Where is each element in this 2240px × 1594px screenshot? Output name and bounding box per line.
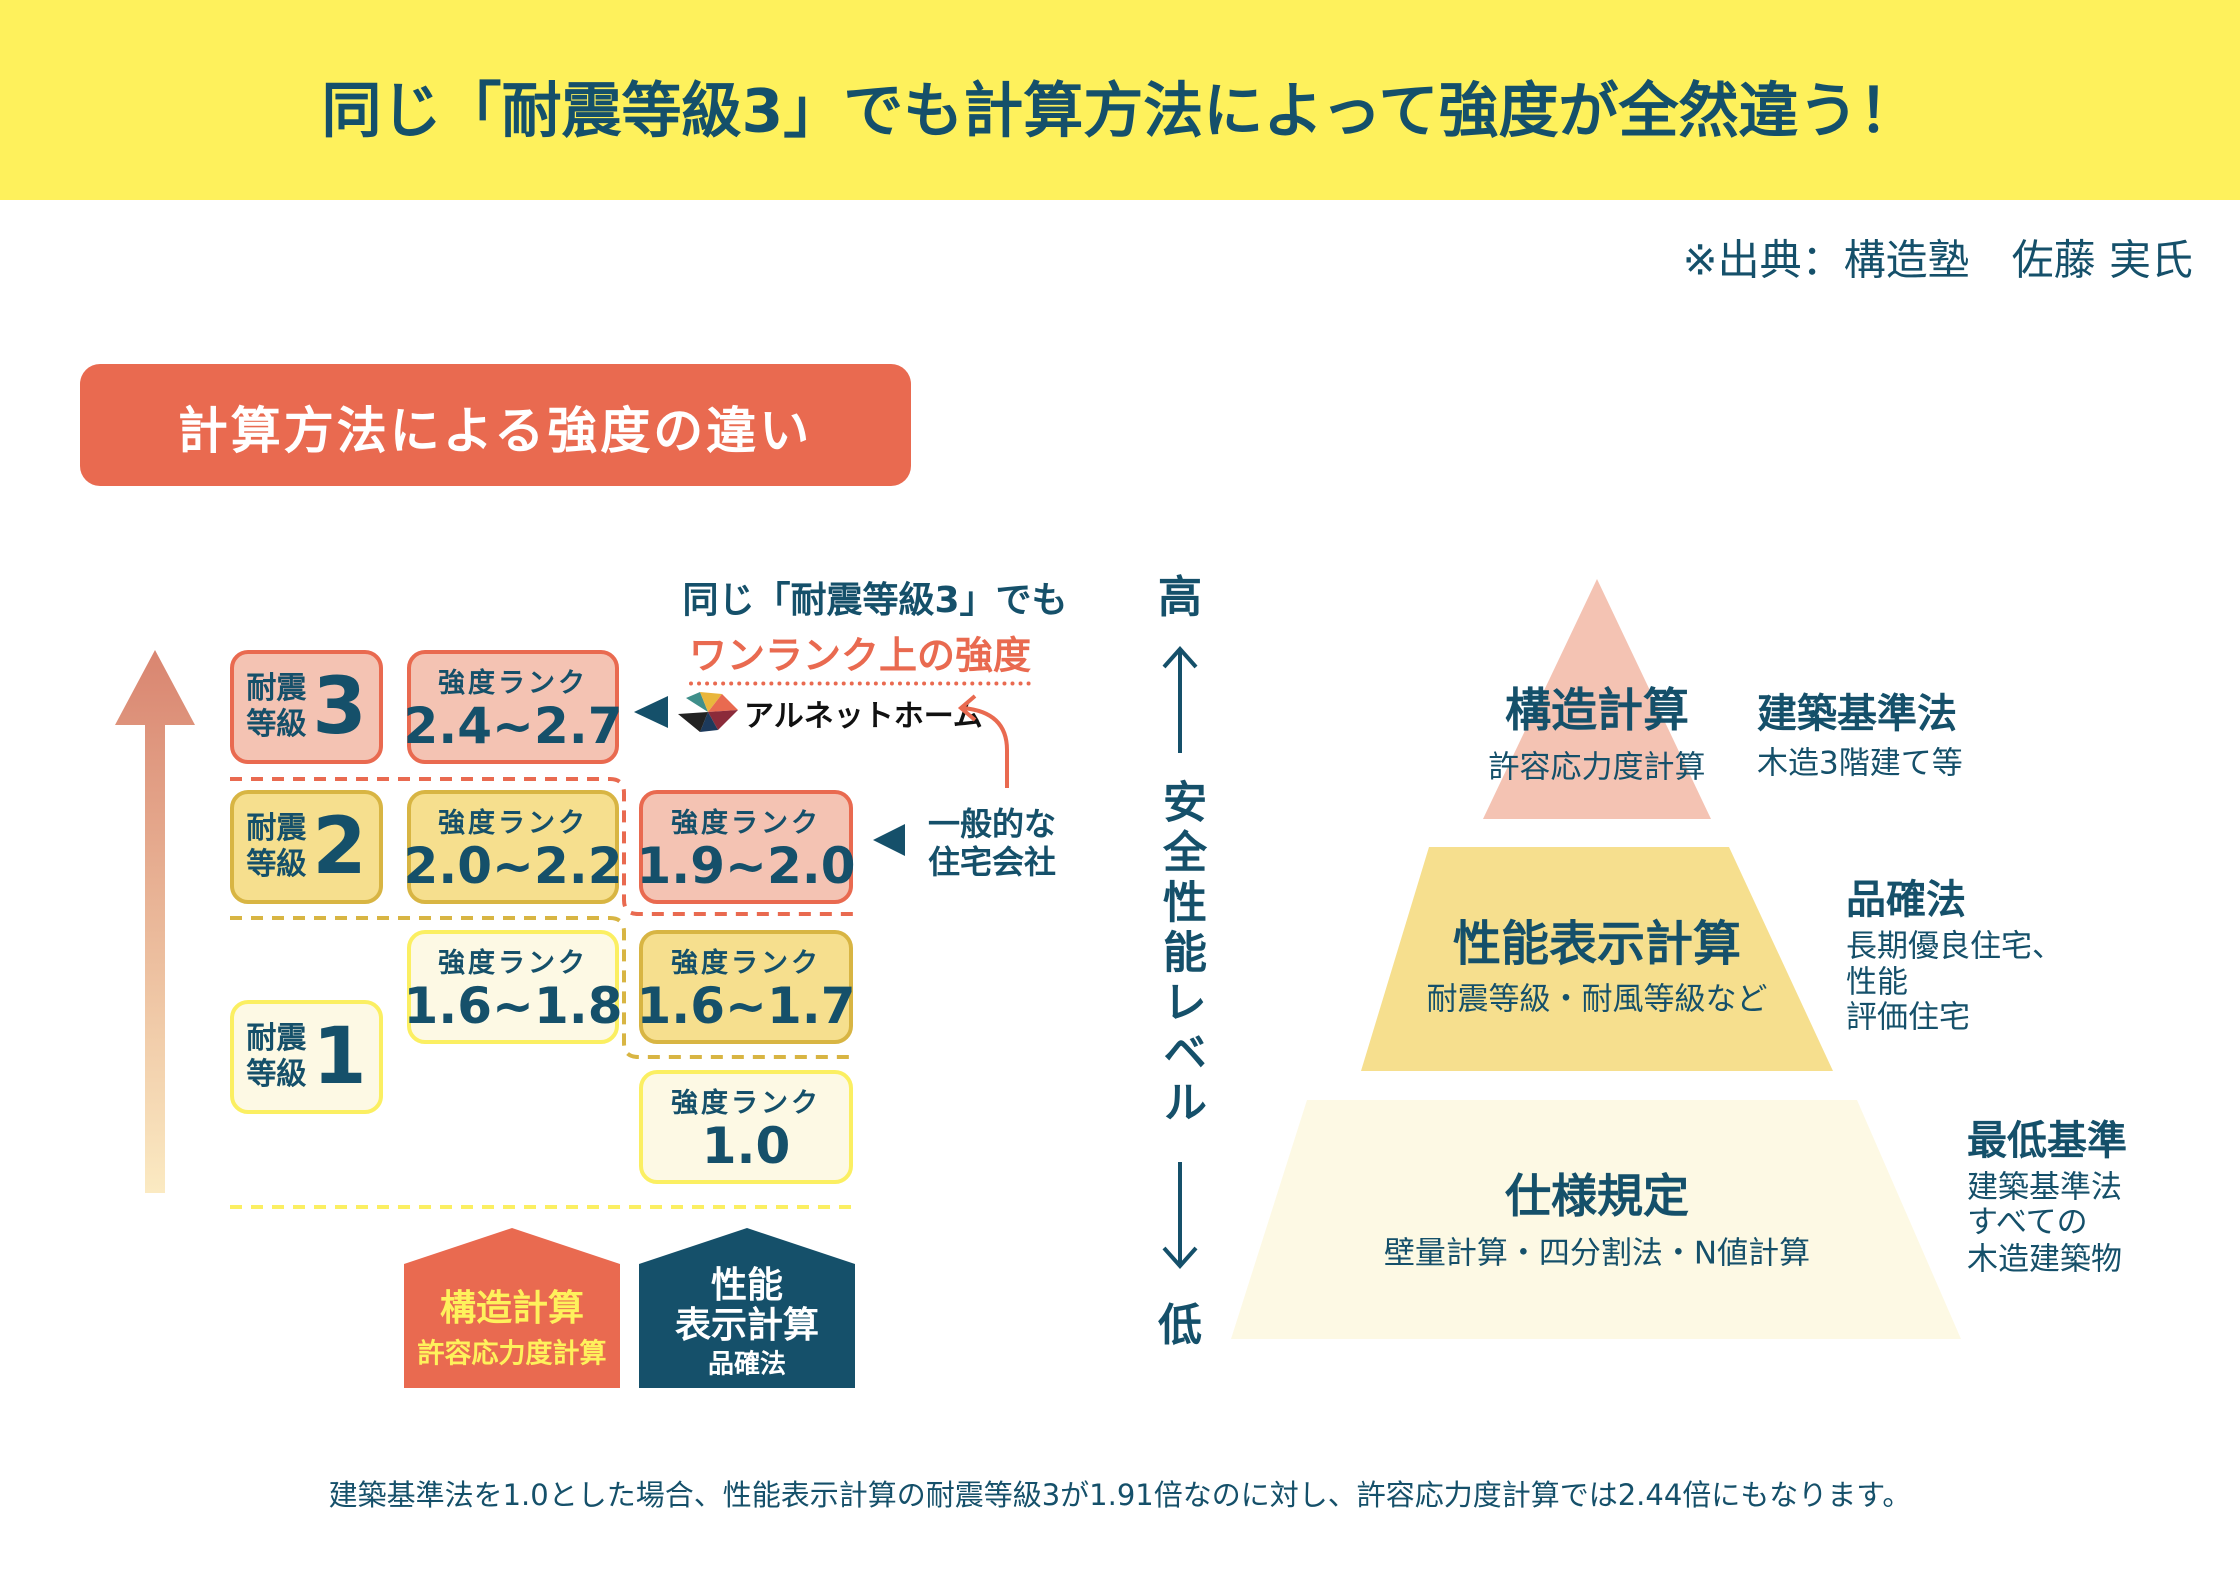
grade-number: 2: [312, 802, 367, 892]
rank-label: 強度ランク: [671, 948, 821, 980]
axis-label: 安全性能レベル: [1155, 779, 1206, 1129]
rank-label: 強度ランク: [438, 668, 588, 700]
pyramid-top-side-title: 建築基準法: [1757, 691, 1957, 737]
grade-label: 耐震 等級: [246, 1021, 307, 1092]
pyramid-bottom-side-line: 木造建築物: [1967, 1241, 2122, 1278]
rank-label: 強度ランク: [671, 1088, 821, 1120]
house-kozo-sub: 許容応力度計算: [417, 1338, 607, 1370]
arrow-down-icon: [1162, 1162, 1198, 1270]
section-label: 計算方法による強度の違い: [177, 402, 813, 460]
rank-value: 1.9~2.0: [636, 837, 856, 896]
pyramid-middle-side-title: 品確法: [1846, 877, 1966, 923]
one-rank-up-note: ワンランク上の強度: [688, 625, 1032, 686]
pyramid-middle-sub: 耐震等級・耐風等級など: [1426, 981, 1768, 1018]
house-kozo-title: 構造計算: [439, 1288, 585, 1329]
grade-3-box: 耐震 等級 3: [230, 650, 383, 764]
pyramid-bottom-side-line: すべての: [1967, 1204, 2088, 1241]
same-grade-note: 同じ「耐震等級3」でも: [682, 580, 1068, 621]
pyramid-bottom-side-title: 最低基準: [1967, 1118, 2127, 1164]
grade-number: 3: [312, 662, 367, 752]
pyramid-bottom-tier: [1231, 1100, 1961, 1339]
pyramid-bottom-title: 仕様規定: [1505, 1169, 1689, 1223]
pyramid-top-sub: 許容応力度計算: [1488, 749, 1706, 786]
pyramid-middle-side-line: 性能: [1846, 964, 1908, 1001]
pyramid-top-side-line: 木造3階建て等: [1757, 745, 1963, 782]
pyramid-top-title: 構造計算: [1505, 683, 1689, 737]
general-company-2: 住宅会社: [928, 843, 1057, 881]
rank-value: 1.0: [701, 1117, 791, 1176]
arnet-logo-text: アルネットホーム: [744, 699, 983, 734]
house-seino-title-1: 性能: [710, 1265, 784, 1306]
pyramid-middle-side-line: 長期優良住宅、: [1846, 928, 2063, 965]
grade-1-box: 耐震 等級 1: [230, 1000, 383, 1114]
grade-label: 耐震 等級: [246, 671, 307, 742]
axis-low: 低: [1158, 1300, 1202, 1351]
rank-label: 強度ランク: [438, 808, 588, 840]
grade-label: 耐震 等級: [246, 811, 307, 882]
house-seino-sub: 品確法: [707, 1349, 787, 1380]
source-note: ※出典：構造塾 佐藤 実氏: [1682, 235, 2193, 285]
curved-arrow-icon: [957, 694, 1009, 788]
footer-note: 建築基準法を1.0とした場合、性能表示計算の耐震等級3が1.91倍なのに対し、許…: [328, 1478, 1912, 1512]
axis-high: 高: [1158, 572, 1202, 623]
house-seino-title-2: 表示計算: [674, 1305, 820, 1346]
house-shape-kozo: [404, 1228, 620, 1388]
page-title: 同じ「耐震等級3」でも計算方法によって強度が全然違う！: [321, 76, 1919, 147]
rank-label: 強度ランク: [671, 808, 821, 840]
grade-2-box: 耐震 等級 2: [230, 790, 383, 904]
pointer-triangle-icon: [634, 696, 668, 728]
pyramid-middle-tier: [1361, 847, 1833, 1071]
pyramid-top-tier: [1483, 579, 1711, 819]
rank-value: 2.4~2.7: [403, 697, 623, 756]
pointer-triangle-icon: [873, 824, 905, 856]
arnet-logo-icon: [678, 692, 738, 732]
house-shape-seino: [639, 1228, 855, 1388]
pyramid-bottom-side-line: 建築基準法: [1967, 1169, 2122, 1206]
pyramid-middle-side-line: 評価住宅: [1846, 999, 1970, 1036]
grade-number: 1: [312, 1012, 367, 1102]
pyramid-middle-title: 性能表示計算: [1452, 916, 1742, 972]
arrow-up-icon: [1162, 645, 1198, 753]
section-label-box: [80, 364, 911, 486]
rank-value: 1.6~1.8: [403, 977, 623, 1036]
title-banner: [0, 0, 2240, 200]
rank-value: 2.0~2.2: [403, 837, 623, 896]
rank-label: 強度ランク: [438, 948, 588, 980]
rank-value: 1.6~1.7: [636, 977, 856, 1036]
pyramid-bottom-sub: 壁量計算・四分割法・N値計算: [1383, 1235, 1811, 1272]
general-company-1: 一般的な: [928, 805, 1057, 843]
strength-arrow-icon: [115, 650, 195, 1193]
